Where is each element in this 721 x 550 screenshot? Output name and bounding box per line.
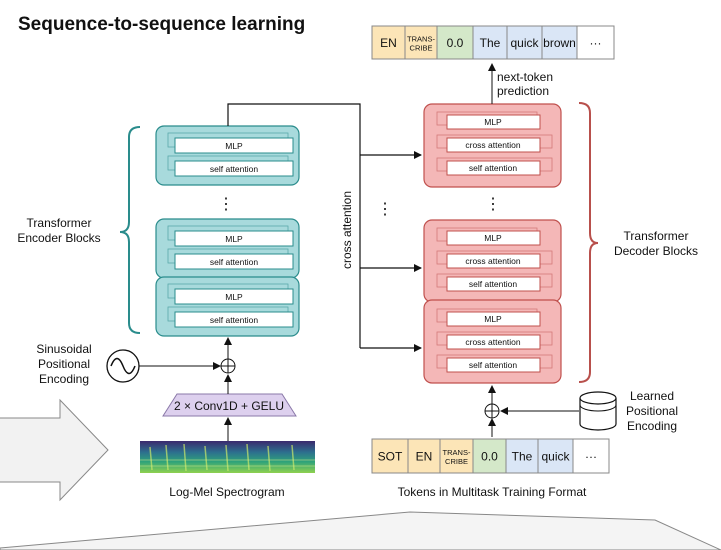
decoder-block-mid-cross-attention: cross attention xyxy=(465,256,521,266)
decoder-block-bottom-cross-attention: cross attention xyxy=(465,337,521,347)
learned-label-line3: Encoding xyxy=(627,419,677,433)
input-token-box-1 xyxy=(407,438,441,474)
sinusoidal-label-line1: Sinusoidal xyxy=(36,342,91,356)
decoder-block-mid: MLP cross attention self attention xyxy=(423,219,562,303)
output-token-6: ··· xyxy=(590,36,602,50)
decoder-label-line1: Transformer xyxy=(624,229,689,243)
input-token-4: The xyxy=(512,450,533,464)
decoder-block-top-mlp: MLP xyxy=(484,117,502,127)
output-token-5: brown xyxy=(543,36,576,50)
output-token-box-4 xyxy=(506,25,543,60)
decoder-label-line2: Decoder Blocks xyxy=(614,244,698,258)
output-token-3: The xyxy=(480,36,501,50)
decoder-block-mid-mlp: MLP xyxy=(484,233,502,243)
output-token-4: quick xyxy=(510,36,539,50)
decoder-ellipsis: ⋮ xyxy=(485,196,501,213)
output-token-0: EN xyxy=(380,36,397,50)
decoder-block-bottom: MLP cross attention self attention xyxy=(423,299,562,384)
sinusoidal-label-line3: Encoding xyxy=(39,372,89,386)
decoder-block-mid-self-attention: self attention xyxy=(469,279,517,289)
decoder-block-bottom-mlp: MLP xyxy=(484,314,502,324)
input-token-box-0 xyxy=(371,438,409,474)
input-token-box-6 xyxy=(572,438,610,474)
decoder-block-top-cross-attention: cross attention xyxy=(465,140,521,150)
encoder-block-top-mlp: MLP xyxy=(225,141,243,151)
input-token-1: EN xyxy=(416,450,433,464)
encoder-label-line2: Encoder Blocks xyxy=(17,231,100,245)
output-token-1-line1: TRANS- xyxy=(407,35,435,44)
encoder-block-bottom-self-attention: self attention xyxy=(210,315,258,325)
cross-attention-label: cross attention xyxy=(340,191,354,269)
sinusoidal-label-line2: Positional xyxy=(38,357,90,371)
output-token-box-0 xyxy=(371,25,406,60)
output-token-2: 0.0 xyxy=(447,36,464,50)
output-token-box-6 xyxy=(576,25,615,60)
cross-attention-trunk xyxy=(227,103,361,348)
decoder-block-top: MLP cross attention self attention xyxy=(423,103,562,188)
output-token-1-line2: CRIBE xyxy=(410,44,433,53)
encoder-block-bottom-mlp: MLP xyxy=(225,292,243,302)
encoder-block-mid-self-attention: self attention xyxy=(210,257,258,267)
output-token-box-3 xyxy=(472,25,508,60)
encoder-block-bottom: MLP self attention xyxy=(155,276,300,337)
input-token-6: ··· xyxy=(585,450,597,464)
next-token-line2: prediction xyxy=(497,84,549,98)
zoom-region-shape xyxy=(0,511,721,550)
conv-label: 2 × Conv1D + GELU xyxy=(174,399,284,413)
encoder-block-mid-mlp: MLP xyxy=(225,234,243,244)
big-arrow-shape xyxy=(0,398,109,502)
encoder-block-mid: MLP self attention xyxy=(155,218,300,279)
input-token-2-line2: CRIBE xyxy=(445,457,468,466)
output-token-box-5 xyxy=(541,25,578,60)
input-token-5: quick xyxy=(541,450,570,464)
conv-block xyxy=(162,393,297,417)
encoder-brace xyxy=(119,126,141,334)
input-token-box-2 xyxy=(439,438,474,474)
database-icon xyxy=(579,391,617,431)
input-token-row: SOT EN TRANS-CRIBE 0.0 The quick ··· xyxy=(371,438,610,474)
decoder-block-top-self-attention: self attention xyxy=(469,163,517,173)
input-token-box-4 xyxy=(505,438,539,474)
input-token-0: SOT xyxy=(378,450,403,464)
learned-label-line1: Learned xyxy=(630,389,674,403)
decoder-block-bottom-self-attention: self attention xyxy=(469,360,517,370)
encoder-block-top: MLP self attention xyxy=(155,125,300,186)
input-token-2-line1: TRANS- xyxy=(443,448,471,457)
spectrogram-label: Log-Mel Spectrogram xyxy=(169,485,284,499)
input-token-box-3 xyxy=(472,438,507,474)
encoder-label-line1: Transformer xyxy=(27,216,92,230)
decoder-add-icon xyxy=(484,403,500,419)
tokens-label: Tokens in Multitask Training Format xyxy=(398,485,587,499)
encoder-add-icon xyxy=(220,358,236,374)
learned-label-line2: Positional xyxy=(626,404,678,418)
spectrogram-image xyxy=(140,441,315,473)
input-token-3: 0.0 xyxy=(481,450,498,464)
next-token-line1: next-token xyxy=(497,70,553,84)
sine-wave-icon xyxy=(106,349,140,383)
output-token-box-2 xyxy=(436,25,474,60)
middle-ellipsis: ⋮ xyxy=(377,201,393,218)
encoder-block-top-self-attention: self attention xyxy=(210,164,258,174)
diagram-title: Sequence-to-sequence learning xyxy=(18,14,305,35)
output-token-row: EN TRANS-CRIBE 0.0 The quick brown ··· xyxy=(371,25,615,60)
encoder-ellipsis: ⋮ xyxy=(218,196,234,213)
decoder-brace xyxy=(578,102,599,383)
